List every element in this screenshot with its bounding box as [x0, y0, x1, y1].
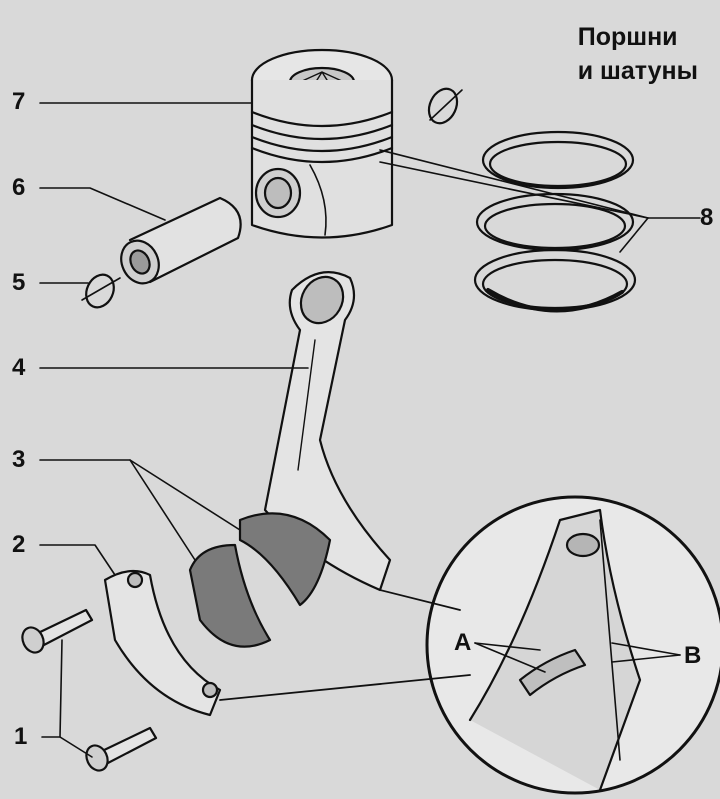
callout-leaders [39, 102, 701, 758]
piston-rings [473, 130, 637, 313]
piston-pin [120, 196, 242, 285]
bolts [21, 608, 158, 772]
callout-B: B [684, 642, 702, 669]
rod-cap [103, 569, 222, 717]
callout-3: 3 [12, 446, 26, 473]
title-line-1: Поршни [577, 23, 678, 51]
callout-7: 7 [12, 88, 26, 115]
diagram-title: Поршни и шатуны [578, 20, 698, 88]
connecting-rod [263, 271, 392, 592]
bearing-shells [188, 512, 332, 648]
title-line-2: и шатуны [577, 57, 698, 85]
callout-4: 4 [12, 354, 26, 381]
callout-5: 5 [12, 269, 26, 296]
circlip-top [427, 87, 459, 125]
piston [250, 48, 394, 239]
callout-6: 6 [12, 174, 26, 201]
callout-8: 8 [700, 204, 714, 231]
detail-inset [425, 495, 720, 795]
callout-A: A [454, 629, 472, 656]
callout-2: 2 [12, 531, 26, 558]
circlip [85, 273, 115, 309]
callout-1: 1 [14, 723, 28, 750]
